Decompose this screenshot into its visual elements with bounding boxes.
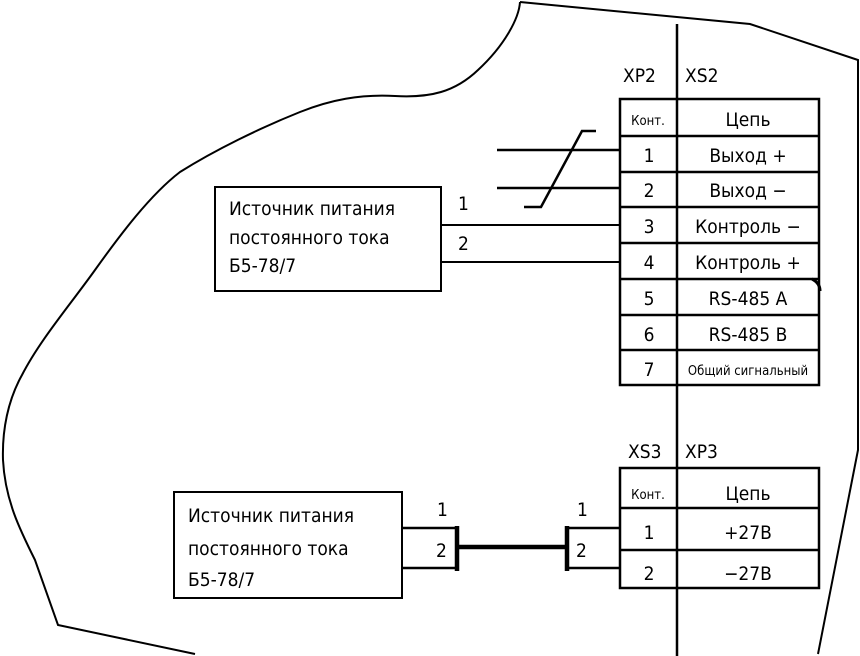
upper-wires bbox=[441, 129, 822, 292]
lower-source-line1: Источник питания bbox=[188, 505, 354, 527]
pin-number: 5 bbox=[644, 288, 655, 310]
pin-circuit: Контроль − bbox=[695, 216, 801, 238]
upper-source-line1: Источник питания bbox=[229, 198, 395, 220]
pin-number: 1 bbox=[644, 145, 655, 167]
upper-wire-label-2: 2 bbox=[458, 233, 469, 255]
lower-left-plug-label-2: 2 bbox=[436, 540, 447, 562]
connector-xs2-label: XS2 bbox=[685, 65, 718, 87]
pin-number: 4 bbox=[644, 252, 655, 274]
pin-number: 6 bbox=[644, 324, 655, 346]
upper-source-line2: постоянного тока bbox=[229, 227, 390, 249]
pin-circuit: RS-485 B bbox=[709, 324, 788, 346]
pin-number: 2 bbox=[644, 563, 655, 585]
upper-header-contact: Конт. bbox=[631, 114, 665, 129]
connector-xs3-label: XS3 bbox=[628, 441, 661, 463]
upper-power-source-box bbox=[214, 186, 442, 292]
pin-number: 7 bbox=[644, 359, 655, 381]
pin-circuit: Выход − bbox=[709, 180, 786, 202]
upper-pin-table bbox=[618, 97, 821, 387]
lower-right-plug-label-2: 2 bbox=[576, 540, 587, 562]
lower-header-contact: Конт. bbox=[631, 488, 665, 503]
lower-cable bbox=[402, 526, 620, 571]
pin-circuit: Общий сигнальный bbox=[688, 364, 808, 379]
pin-circuit: RS-485 A bbox=[709, 288, 788, 310]
lower-right-plug-label-1: 1 bbox=[577, 499, 588, 521]
pin-circuit: Контроль + bbox=[695, 252, 801, 274]
upper-header-circuit: Цепь bbox=[725, 109, 770, 131]
lower-left-plug-label-1: 1 bbox=[437, 499, 448, 521]
pin-circuit: +27В bbox=[724, 522, 772, 544]
lower-header-circuit: Цепь bbox=[725, 483, 770, 505]
pin-number: 1 bbox=[644, 522, 655, 544]
upper-wire-label-1: 1 bbox=[458, 193, 469, 215]
lower-power-source-box bbox=[173, 491, 403, 599]
connector-xp3-label: XP3 bbox=[685, 441, 718, 463]
connector-xp2-label: XP2 bbox=[623, 65, 656, 87]
pin-circuit: Выход + bbox=[709, 145, 786, 167]
lower-source-line2: постоянного тока bbox=[188, 538, 349, 560]
lower-source-line3: Б5-78/7 bbox=[188, 569, 255, 591]
upper-rows: 1 Выход + 2 Выход − 3 Контроль − 4 Контр… bbox=[644, 145, 809, 381]
pin-circuit: −27В bbox=[724, 563, 772, 585]
pin-number: 3 bbox=[644, 216, 655, 238]
upper-source-line3: Б5-78/7 bbox=[229, 255, 296, 277]
pin-number: 2 bbox=[644, 180, 655, 202]
